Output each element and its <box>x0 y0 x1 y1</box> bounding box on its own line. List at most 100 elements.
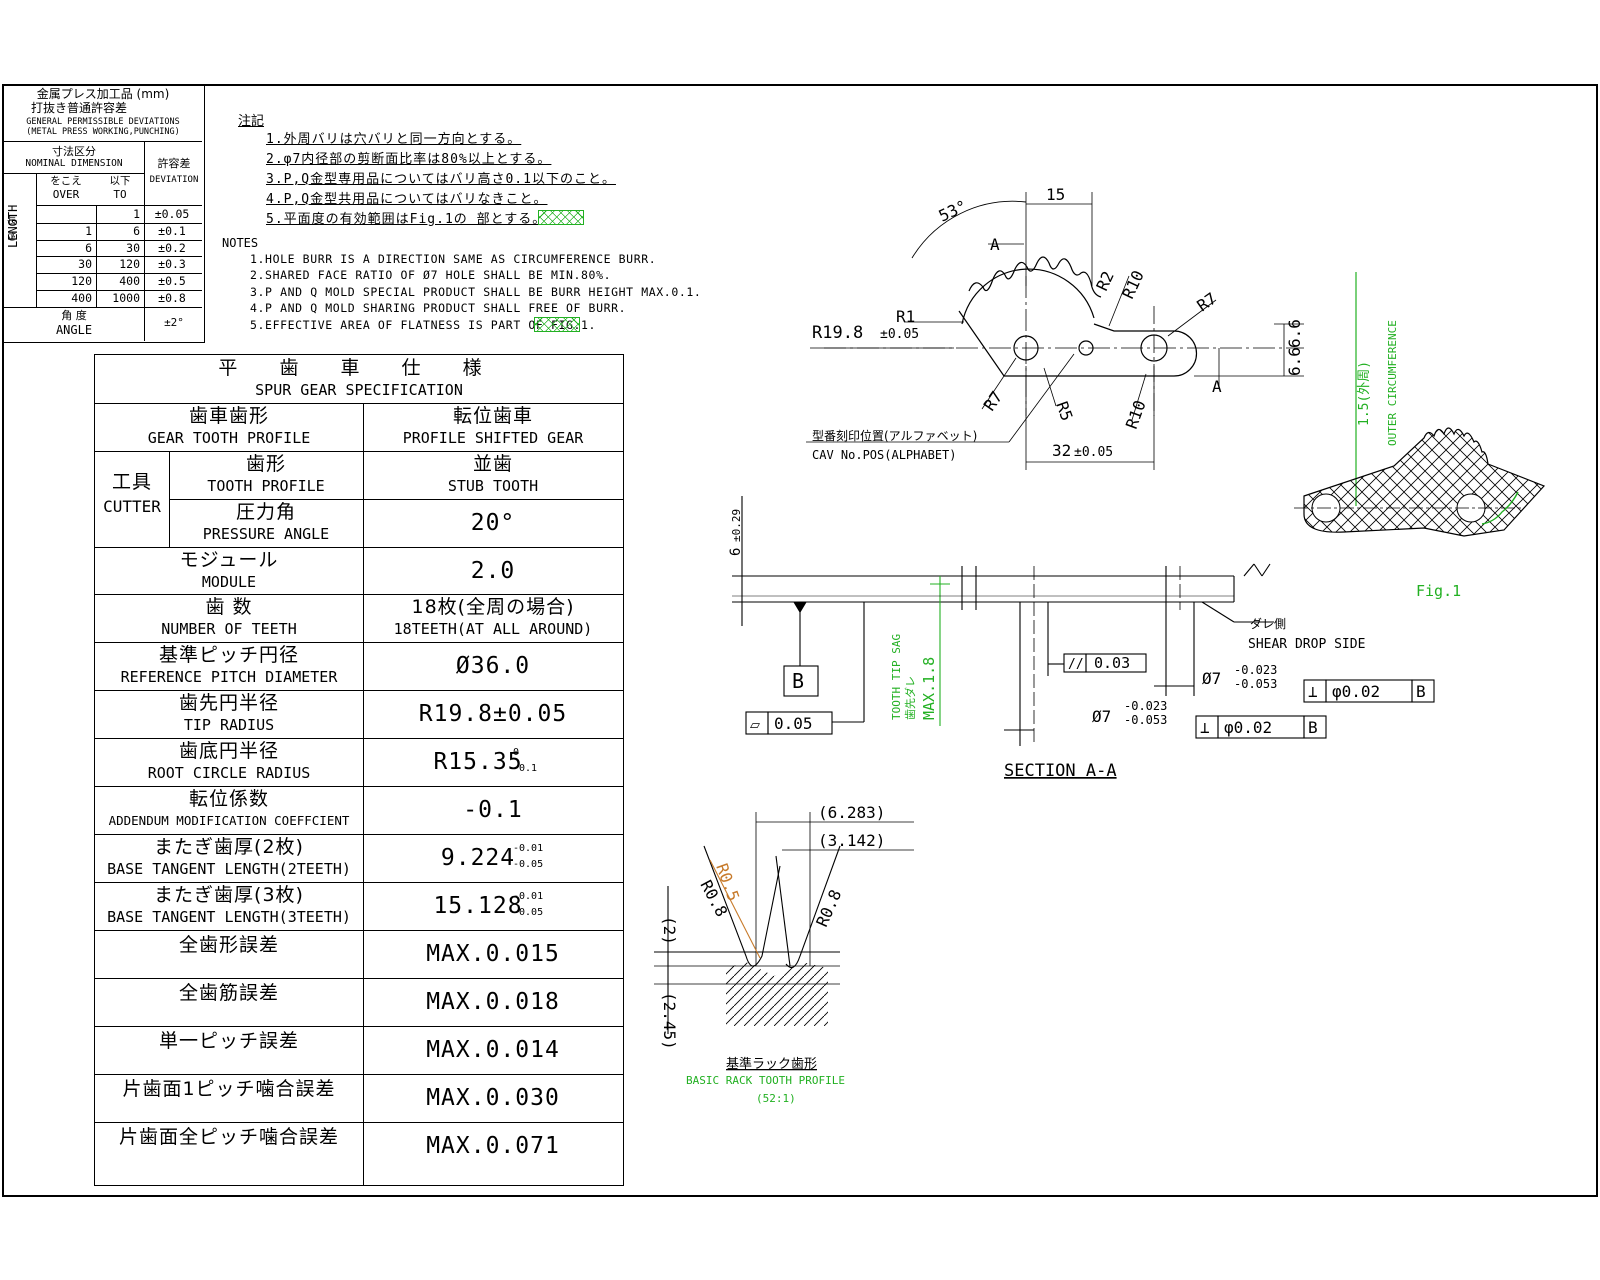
section-title: SECTION A-A <box>1004 761 1117 781</box>
spec-label-jp: 歯 数 <box>205 596 253 618</box>
spec-value: MAX.0.030 <box>426 1085 560 1111</box>
r10-top-label: R10 <box>1118 267 1147 301</box>
rack-jp: 基準ラック歯形 <box>726 1056 817 1072</box>
perp-symbol-2: ⊥ <box>1200 718 1210 737</box>
basic-rack-profile <box>654 812 914 1034</box>
tol-dev-cell: ±0.05 <box>154 207 190 221</box>
rack-245: (2.45) <box>660 992 679 1050</box>
perp-datum-1: B <box>1416 682 1426 701</box>
spec-label-jp: 歯車歯形 <box>188 405 269 427</box>
spec-value: MAX.0.018 <box>426 989 560 1015</box>
note-jp-item: 2.φ7内径部の剪断面比率は80%以上とする。 <box>266 152 552 167</box>
sag-max: MAX.1.8 <box>920 657 938 720</box>
spec-tol-upper: -0.01 <box>513 843 544 854</box>
r5-label: R5 <box>1052 399 1076 424</box>
spec-label-jp: 全歯形誤差 <box>178 934 279 956</box>
spec-tol-upper: 0 <box>513 747 520 758</box>
r10-bottom-label: R10 <box>1122 398 1150 432</box>
spec-cutter-jp: 工具 <box>111 471 152 493</box>
spec-label-jp: モジュール <box>179 549 279 571</box>
flatness-symbol: ⏥ <box>750 718 760 733</box>
dim-32-tol: ±0.05 <box>1074 445 1113 460</box>
tol-title-en-2: (METAL PRESS WORKING,PUNCHING) <box>26 127 180 137</box>
spec-label-jp: 歯形 <box>245 453 286 475</box>
tol-title-jp-1: 金属プレス加工品 (mm) <box>36 87 170 101</box>
spec-label-jp: 単一ピッチ誤差 <box>158 1030 299 1052</box>
tol-angle-dev: ±2° <box>164 316 184 329</box>
tol-dev-cell: ±0.1 <box>158 223 186 238</box>
fig1-label: Fig.1 <box>1416 582 1461 600</box>
note-jp-item: 1.外周バリは穴バリと同一方向とする。 <box>266 132 522 147</box>
r7-left-label: R7 <box>980 388 1007 415</box>
spec-label-jp: 片歯面全ピッチ噛合誤差 <box>118 1126 339 1148</box>
tol-to-en: TO <box>113 188 127 201</box>
sag-jp: 歯先ダレ <box>903 676 917 720</box>
hole-tol-upper-2: -0.023 <box>1124 699 1167 713</box>
spec-label-jp: 片歯面1ピッチ噛合誤差 <box>122 1078 336 1100</box>
spec-label-en: NUMBER OF TEETH <box>161 620 297 638</box>
spec-label-en: PRESSURE ANGLE <box>202 525 330 543</box>
perp-symbol-1: ⊥ <box>1308 682 1318 701</box>
tol-dev-en: DEVIATION <box>149 175 199 185</box>
spec-tol-lower: -0.1 <box>513 763 538 774</box>
spec-label-jp: またぎ歯厚(2枚) <box>154 836 304 858</box>
rack-2: (2) <box>660 916 679 945</box>
tol-over-cell: 120 <box>71 274 92 289</box>
outer-en: OUTER CIRCUMFERENCE <box>1386 320 1399 446</box>
perp-value-1: φ0.02 <box>1332 682 1380 701</box>
spec-value-en: STUB TOOTH <box>447 477 539 495</box>
r19-tol: ±0.05 <box>880 327 919 342</box>
spec-value: R15.35 <box>433 749 523 775</box>
r19-label: R19.8 <box>812 323 863 343</box>
spec-label-en: TOOTH PROFILE <box>207 477 325 495</box>
spec-label-jp: 圧力角 <box>235 501 296 523</box>
tolerance-table: 金属プレス加工品 (mm) 打抜き普通許容差 GENERAL PERMISSIB… <box>4 86 205 343</box>
section-mark-bottom: A <box>1212 377 1222 396</box>
spec-value-jp: 転位歯車 <box>452 405 533 427</box>
spec-label-en: BASE TANGENT LENGTH(2TEETH) <box>107 860 351 878</box>
datum-b: B <box>792 669 804 693</box>
spec-label-en: GEAR TOOTH PROFILE <box>147 429 311 447</box>
hole-tol-lower-1: -0.053 <box>1234 677 1277 691</box>
tol-dev-cell: ±0.3 <box>158 257 186 272</box>
tol-dev-cell: ±0.8 <box>158 291 186 305</box>
dim-32-label: 32 <box>1052 441 1071 460</box>
spec-value: -0.1 <box>463 797 523 823</box>
r1-label: R1 <box>896 307 915 326</box>
tol-to-cell: 120 <box>119 257 140 272</box>
spec-label-en: ROOT CIRCLE RADIUS <box>147 764 311 782</box>
hole-tol-lower-2: -0.053 <box>1124 713 1167 727</box>
gear-top-view-labels: 53° 15 A R1 R2 R10 R7 R19.8 ±0.05 R7 R5 … <box>812 185 1304 462</box>
spec-tol-lower: -0.05 <box>513 907 544 918</box>
spec-value-jp: 並歯 <box>472 453 513 475</box>
hole-tol-upper-1: -0.023 <box>1234 663 1277 677</box>
tol-over-cell: 30 <box>78 257 92 272</box>
spec-title-jp: 平 歯 車 仕 様 <box>218 357 500 379</box>
hole-dia-2: Ø7 <box>1092 707 1111 726</box>
spec-value-en: 18TEETH(AT ALL AROUND) <box>393 620 593 638</box>
note-jp-item: 4.P,Q金型共用品についてはバリなきこと。 <box>266 192 548 207</box>
flatness-value: 0.05 <box>774 714 813 733</box>
perp-value-2: φ0.02 <box>1224 718 1272 737</box>
cav-jp: 型番刻印位置(アルファベット) <box>812 428 977 443</box>
tol-angle-jp: 角 度 <box>61 309 87 322</box>
note-en-item: 4.P AND Q MOLD SHARING PRODUCT SHALL FRE… <box>250 301 627 316</box>
tol-dev-cell: ±0.2 <box>158 240 186 255</box>
spec-value: MAX.0.015 <box>426 941 560 967</box>
spec-label-en: ADDENDUM MODIFICATION COEFFCIENT <box>108 813 350 828</box>
drawing-sheet: 金属プレス加工品 (mm) 打抜き普通許容差 GENERAL PERMISSIB… <box>2 84 1598 1197</box>
note-jp-item: 3.P,Q金型専用品についてはバリ高さ0.1以下のこと。 <box>266 172 616 187</box>
sag-en: TOOTH TIP SAG <box>890 634 903 720</box>
spec-label-en: TIP RADIUS <box>183 716 275 734</box>
flatness-area-swatch <box>538 210 584 225</box>
notes-jp-heading: 注記 <box>238 114 265 129</box>
rack-6283: (6.283) <box>818 803 885 822</box>
rack-3142: (3.142) <box>818 831 885 850</box>
tol-over-jp: をこえ <box>50 175 82 187</box>
fig1-view: 1.5(外周) OUTER CIRCUMFERENCE Fig.1 <box>1294 272 1546 600</box>
tol-to-cell: 30 <box>126 240 140 255</box>
spec-title-en: SPUR GEAR SPECIFICATION <box>255 381 463 399</box>
r7-right-label: R7 <box>1193 289 1220 316</box>
spec-value: Ø36.0 <box>455 653 531 679</box>
notes-en-heading: NOTES <box>222 236 259 250</box>
